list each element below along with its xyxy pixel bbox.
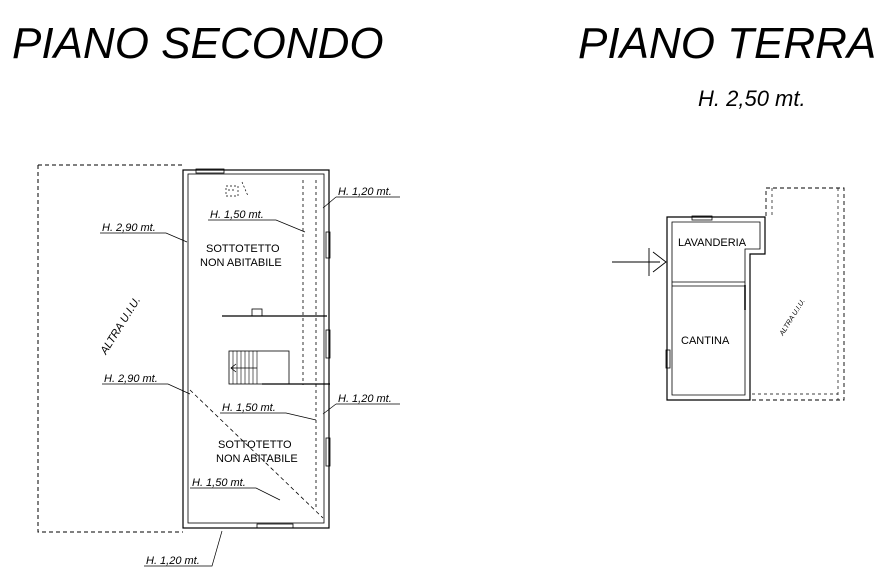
title-piano-secondo: PIANO SECONDO xyxy=(12,19,384,68)
leader-h290-upper xyxy=(100,232,188,243)
stair xyxy=(228,350,290,385)
label-h120-bottom: H. 1,20 mt. xyxy=(146,555,200,567)
window-right-3 xyxy=(325,437,331,467)
roof-diagonal-dashed xyxy=(189,389,324,519)
label-h120-a: H. 1,20 mt. xyxy=(338,186,392,198)
ground-window-top xyxy=(691,215,713,221)
title-piano-terra: PIANO TERRA xyxy=(578,19,877,68)
other-unit-dashed-inner xyxy=(752,188,839,400)
stair-arrow xyxy=(230,363,257,373)
window-right-1 xyxy=(325,231,331,259)
second-floor-plan xyxy=(37,164,400,567)
leader-h150-c xyxy=(190,487,281,501)
window-right-2 xyxy=(325,329,331,359)
ground-window-left xyxy=(665,349,671,369)
ground-inner-wall xyxy=(671,221,761,396)
room-upper-line2: NON ABITABILE xyxy=(200,257,282,269)
leader-h150-a xyxy=(208,219,306,233)
label-h150-b: H. 1,50 mt. xyxy=(222,402,276,414)
label-other-unit-second: ALTRA U.I.U. xyxy=(98,295,143,358)
vent-marker xyxy=(225,181,249,197)
label-h150-a: H. 1,50 mt. xyxy=(210,209,264,221)
label-h150-c: H. 1,50 mt. xyxy=(192,477,246,489)
partition-column xyxy=(251,308,263,317)
leader-h120-a xyxy=(322,196,400,209)
window-top xyxy=(195,168,225,174)
label-h120-b: H. 1,20 mt. xyxy=(338,393,392,405)
leader-h150-b xyxy=(220,412,317,421)
label-h290-upper: H. 2,90 mt. xyxy=(102,222,156,234)
room-upper-line1: SOTTOTETTO xyxy=(206,243,280,255)
leader-h120-b xyxy=(322,403,400,415)
other-unit-dashed-outline-ground xyxy=(752,187,845,401)
room-lavanderia: LAVANDERIA xyxy=(678,237,747,249)
inner-wall xyxy=(187,173,325,524)
label-other-unit-ground: ALTRA U.I.U. xyxy=(778,298,807,338)
leader-h290-lower xyxy=(102,383,191,395)
label-h290-lower: H. 2,90 mt. xyxy=(104,373,158,385)
other-unit-dashed-outline xyxy=(37,164,183,533)
ground-partition xyxy=(672,281,745,287)
entry-arrow xyxy=(612,248,667,276)
ground-outer-wall xyxy=(666,216,766,401)
leader-h120-bottom xyxy=(144,530,223,567)
stair-treads xyxy=(232,351,258,384)
window-bottom xyxy=(256,523,294,529)
room-lower-line1: SOTTOTETTO xyxy=(218,439,292,451)
ground-floor-height: H. 2,50 mt. xyxy=(698,86,806,111)
ground-floor-plan xyxy=(612,187,845,401)
room-lower-line2: NON ABITABILE xyxy=(216,453,298,465)
outer-wall xyxy=(182,169,330,529)
room-cantina: CANTINA xyxy=(681,335,730,347)
